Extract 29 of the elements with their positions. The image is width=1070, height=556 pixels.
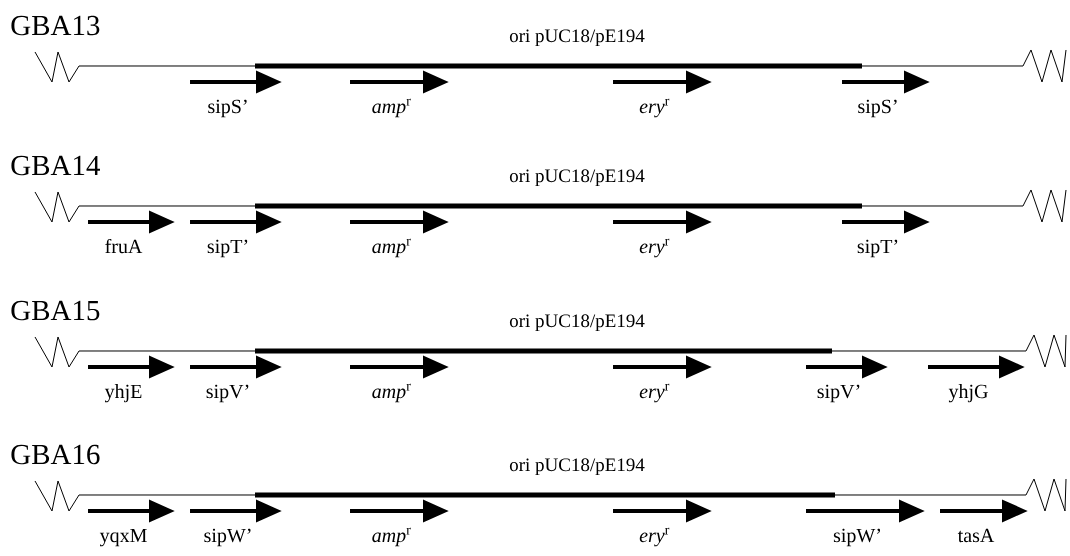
gene-label: yhjG (948, 384, 988, 403)
gene-label: ery$^{r}$ (639, 527, 670, 547)
gene-label: amp$^{r}$ (372, 238, 411, 258)
gene-label: sipW’ (204, 528, 251, 547)
segment-label: ori pUC18/pE194 (509, 169, 645, 187)
gene-label: ery$^{r}$ (639, 238, 670, 258)
gene-label: sipS’ (858, 99, 897, 118)
construct-name: GBA16 (11, 444, 100, 465)
gene-label: sipT’ (207, 239, 248, 258)
gene-label: yhjE (104, 384, 142, 403)
construct-name: GBA13 (11, 15, 100, 36)
construct-name: GBA15 (11, 300, 100, 321)
segment-label: ori pUC18/pE194 (509, 314, 645, 332)
gene-label: sipW’ (833, 528, 880, 547)
gene-label: sipV’ (817, 384, 860, 403)
construct-name: GBA14 (11, 155, 100, 176)
gene-label: amp$^{r}$ (372, 98, 411, 118)
gene-label: ery$^{r}$ (639, 98, 670, 118)
gene-label: amp$^{r}$ (372, 383, 411, 403)
gene-label: yqxM (99, 528, 147, 547)
gene-label: sipS’ (208, 99, 247, 118)
gene-label: amp$^{r}$ (372, 527, 411, 547)
segment-label: ori pUC18/pE194 (509, 458, 645, 476)
gene-label: ery$^{r}$ (639, 383, 670, 403)
gene-label: fruA (105, 238, 143, 254)
gene-label: sipV’ (206, 384, 249, 403)
gene-label: sipT’ (857, 239, 898, 258)
gene-label: tasA (957, 528, 995, 543)
segment-label: ori pUC18/pE194 (509, 29, 645, 47)
